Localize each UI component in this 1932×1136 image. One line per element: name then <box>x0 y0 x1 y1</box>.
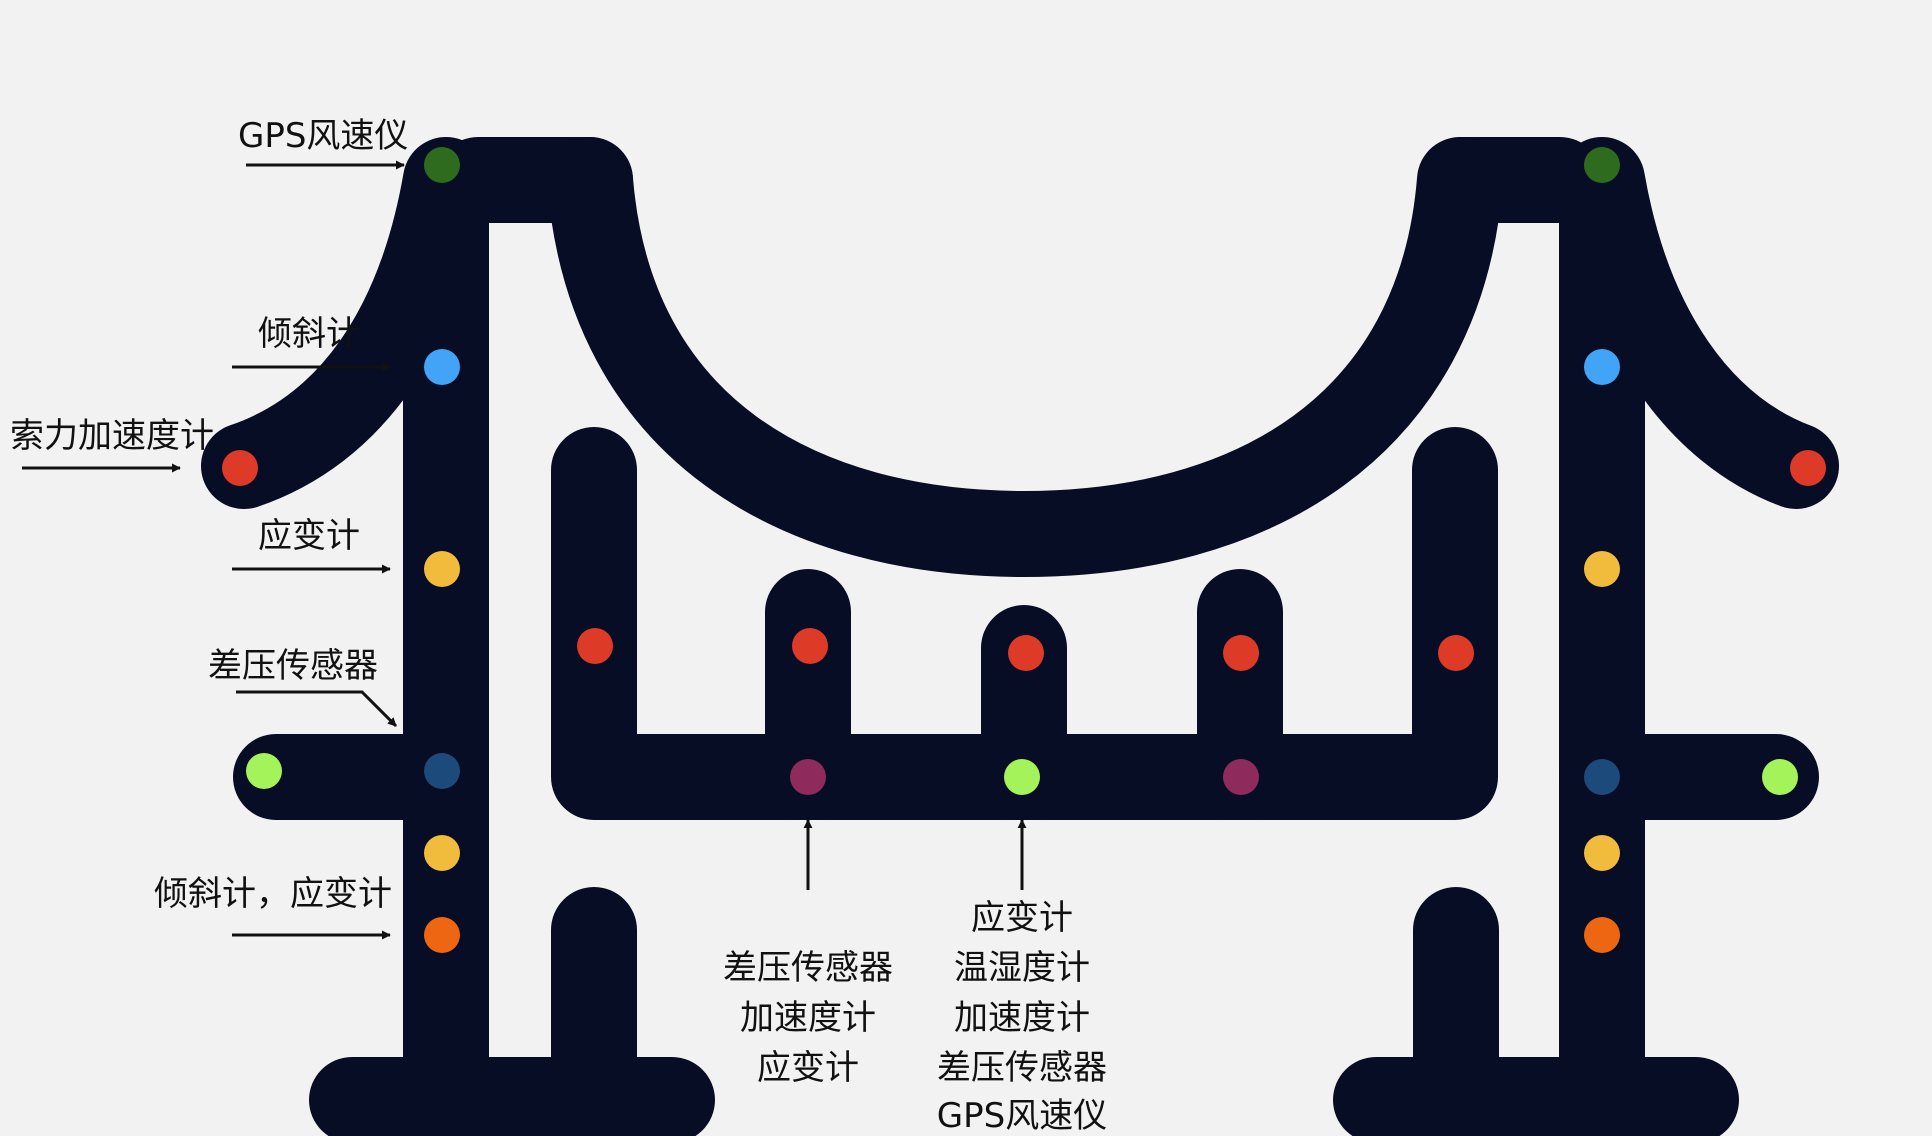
sensor-side-span-right <box>1762 759 1798 795</box>
sensor-strain-lower-right <box>1584 917 1620 953</box>
sensor-tilt-right <box>1584 349 1620 385</box>
deck-center-line-4: 差压传感器 <box>937 1048 1107 1088</box>
sensor-diff-pressure-right <box>1584 759 1620 795</box>
sensor-gps-wind-right <box>1584 147 1620 183</box>
sensor-tilt-left <box>424 349 460 385</box>
deck-stack-left: 差压传感器 加速度计 应变计 <box>723 948 893 1088</box>
arrow-diff-pressure <box>236 690 398 728</box>
sensors <box>222 147 1826 953</box>
sensor-tilt-lower-left <box>424 835 460 871</box>
deck-stack-center: 应变计 温湿度计 加速度计 差压传感器 GPS风速仪 <box>937 898 1107 1136</box>
deck-left-line-1: 差压传感器 <box>723 948 893 988</box>
sensor-hanger-red-3 <box>1008 635 1044 671</box>
sensor-strain-lower-left <box>424 917 460 953</box>
sensor-cable-accel-left <box>222 450 258 486</box>
sensor-strain-right <box>1584 551 1620 587</box>
sensor-deck-maroon-1 <box>790 759 826 795</box>
sensor-hanger-red-5 <box>1438 635 1474 671</box>
sensor-cable-accel-right <box>1790 450 1826 486</box>
label-tilt: 倾斜计 <box>258 314 360 354</box>
sensor-diff-pressure-left <box>424 753 460 789</box>
deck-center-line-5: GPS风速仪 <box>937 1096 1107 1136</box>
sensor-hanger-red-4 <box>1223 635 1259 671</box>
right-backstay-cable <box>1559 137 1839 509</box>
sensor-hanger-red-1 <box>577 628 613 664</box>
deck-center-line-3: 加速度计 <box>954 998 1090 1038</box>
label-strain: 应变计 <box>258 516 360 556</box>
label-gps-wind: GPS风速仪 <box>238 116 408 156</box>
deck-left-line-3: 应变计 <box>757 1048 859 1088</box>
deck-left-line-2: 加速度计 <box>740 998 876 1038</box>
label-cable-accel: 索力加速度计 <box>10 416 214 456</box>
label-arrows <box>22 160 1027 940</box>
sensor-strain-left <box>424 551 460 587</box>
labels: GPS风速仪 倾斜计 索力加速度计 应变计 差压传感器 倾斜计，应变计 差压传感… <box>10 116 1107 1136</box>
label-tilt-strain: 倾斜计，应变计 <box>154 874 392 914</box>
sensor-deck-maroon-2 <box>1223 759 1259 795</box>
label-diff-pressure: 差压传感器 <box>208 646 378 686</box>
main-cable <box>547 137 1503 578</box>
deck-center-line-1: 应变计 <box>971 898 1073 938</box>
sensor-gps-wind-left <box>424 147 460 183</box>
sensor-hanger-red-2 <box>792 628 828 664</box>
deck-center-line-2: 温湿度计 <box>954 948 1090 988</box>
sensor-tilt-lower-right <box>1584 835 1620 871</box>
sensor-side-span-left <box>246 753 282 789</box>
sensor-deck-green-center <box>1004 759 1040 795</box>
